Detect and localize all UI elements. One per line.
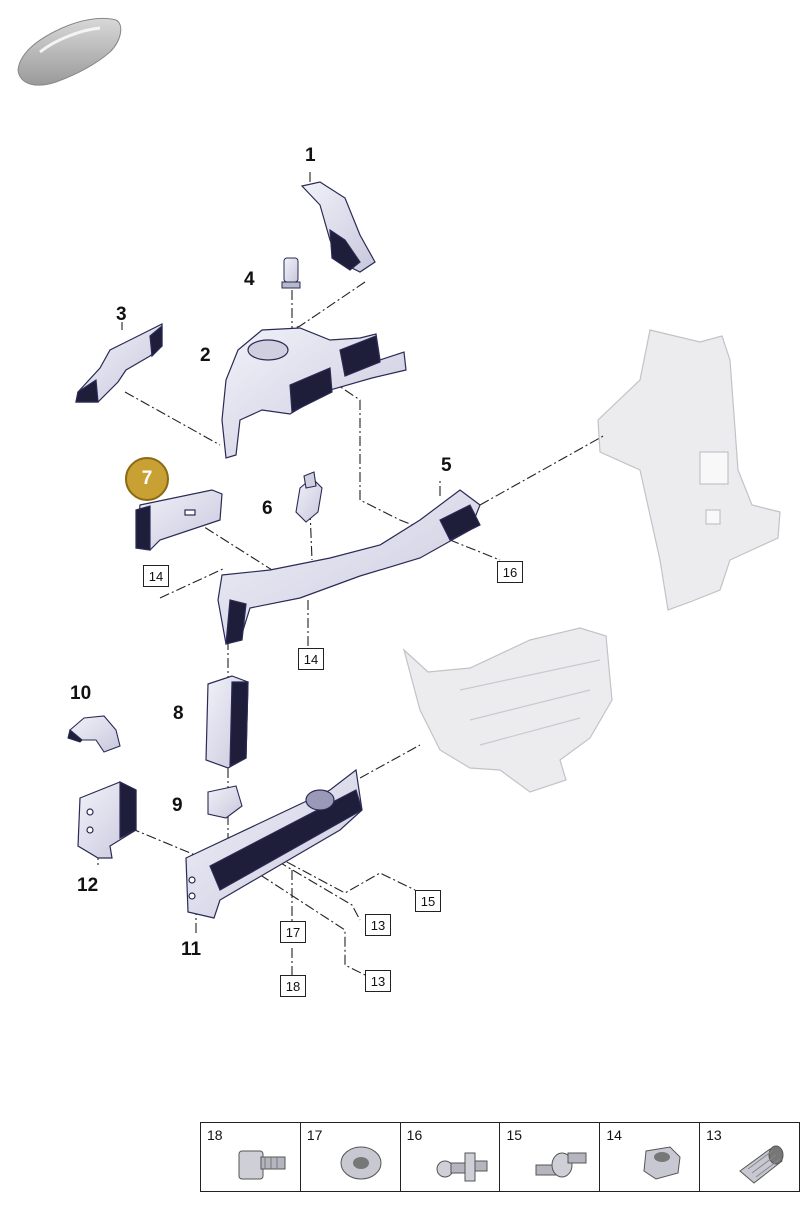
- legend-cell-17: 17: [301, 1123, 401, 1191]
- nut-round-icon: [340, 1146, 382, 1180]
- a-pillar-ghost: [597, 329, 781, 611]
- part-label-5: 5: [441, 455, 452, 476]
- ref-box-18: 18: [280, 975, 306, 997]
- part-12-crash-box: [77, 781, 137, 859]
- part-5-longitudinal: [217, 489, 481, 645]
- part-7-plate: [135, 489, 223, 551]
- ref-box-14-lower: 14: [298, 648, 324, 670]
- part-1-bracket: [300, 181, 376, 273]
- ball-stud-icon: [436, 1152, 488, 1182]
- part-label-10: 10: [70, 683, 92, 704]
- part-label-1: 1: [305, 145, 316, 166]
- legend-number: 17: [306, 1127, 323, 1143]
- highlighted-part-badge[interactable]: 7: [125, 457, 169, 501]
- part-label-3: 3: [116, 304, 127, 325]
- ref-box-17: 17: [280, 921, 306, 943]
- legend-number: 14: [606, 1127, 622, 1143]
- ref-box-15: 15: [415, 890, 441, 912]
- stud-bolt-icon: [535, 1152, 587, 1178]
- part-label-2: 2: [200, 345, 211, 366]
- ref-box-13-upper: 13: [365, 914, 391, 936]
- ref-box-13-lower: 13: [365, 970, 391, 992]
- legend-cell-14: 14: [600, 1123, 701, 1191]
- part-label-9: 9: [172, 795, 183, 816]
- part-4-stud: [281, 257, 301, 289]
- part-10-bracket: [67, 715, 121, 753]
- ref-box-16: 16: [497, 561, 523, 583]
- fastener-legend: 18 17 16 15 14: [200, 1122, 800, 1192]
- part-label-6: 6: [262, 498, 273, 519]
- legend-cell-16: 16: [401, 1123, 501, 1191]
- weld-nut-icon: [643, 1146, 681, 1180]
- part-2-strut-tower: [221, 327, 407, 459]
- part-label-12: 12: [77, 875, 99, 896]
- part-6-bracket: [295, 471, 323, 523]
- part-8-bracket: [205, 675, 249, 769]
- part-label-11: 11: [181, 939, 202, 960]
- part-label-4: 4: [244, 269, 255, 290]
- legend-number: 13: [706, 1127, 722, 1143]
- bolt-flange-icon: [238, 1150, 286, 1180]
- ref-box-14-upper: 14: [143, 565, 169, 587]
- part-9-clip: [207, 785, 243, 819]
- legend-cell-15: 15: [500, 1123, 601, 1191]
- legend-number: 18: [207, 1127, 223, 1143]
- part-3-bracket: [75, 323, 163, 403]
- wheel-housing-ghost: [402, 627, 613, 793]
- legend-cell-13: 13: [700, 1123, 799, 1191]
- legend-number: 16: [406, 1127, 423, 1143]
- part-label-8: 8: [173, 703, 184, 724]
- part-11-beam: [185, 768, 363, 919]
- vehicle-thumbnail-icon: [17, 17, 122, 86]
- legend-number: 15: [506, 1127, 523, 1143]
- knurled-bushing-icon: [739, 1145, 784, 1184]
- legend-cell-18: 18: [201, 1123, 301, 1191]
